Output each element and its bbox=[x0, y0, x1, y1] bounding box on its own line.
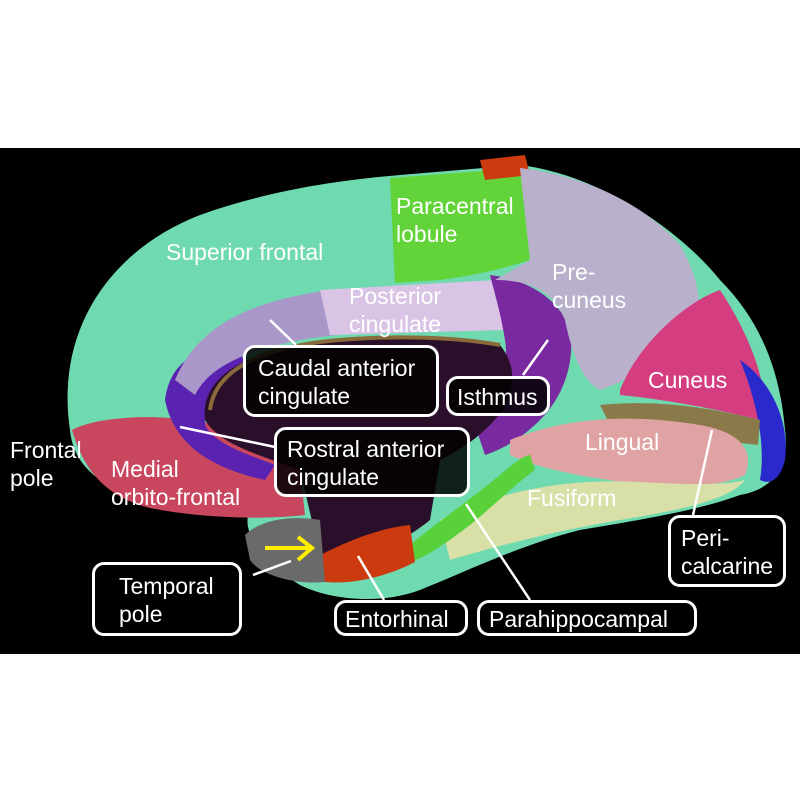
region-parahippocampal bbox=[410, 455, 535, 560]
region-precuneus bbox=[495, 168, 699, 390]
region-cuneus bbox=[620, 290, 765, 420]
temporal-pole-arrow bbox=[265, 535, 316, 562]
region-lingual bbox=[510, 418, 748, 487]
label-rostral-anterior-cingulate: Rostral anterior cingulate bbox=[274, 427, 470, 497]
label-pericalcarine: Peri- calcarine bbox=[668, 515, 786, 587]
label-parahippocampal: Parahippocampal bbox=[477, 600, 697, 636]
label-temporal-pole: Temporal pole bbox=[92, 562, 242, 636]
label-medial-orbitofrontal: Medial orbito-frontal bbox=[111, 456, 241, 510]
label-caudal-anterior-cingulate: Caudal anterior cingulate bbox=[243, 345, 439, 417]
region-fusiform bbox=[440, 480, 745, 560]
label-fusiform: Fusiform bbox=[527, 485, 617, 511]
label-paracentral: Paracentral lobule bbox=[396, 193, 514, 247]
label-entorhinal: Entorhinal bbox=[334, 600, 468, 636]
label-cuneus: Cuneus bbox=[648, 367, 728, 393]
pointer-lines bbox=[179, 319, 714, 601]
label-isthmus: Isthmus bbox=[446, 376, 550, 416]
label-lingual: Lingual bbox=[585, 429, 660, 455]
corpus-callosum-rim bbox=[208, 335, 501, 411]
label-posterior-cingulate: Posterior cingulate bbox=[349, 283, 442, 337]
region-posterior-cingulate bbox=[320, 280, 505, 335]
region-entorhinal bbox=[320, 525, 415, 583]
region-lateral-occipital bbox=[740, 360, 786, 482]
region-paracentral-top bbox=[480, 155, 530, 180]
label-frontal-pole: Frontal pole bbox=[10, 437, 82, 491]
label-precuneus: Pre- cuneus bbox=[552, 259, 627, 313]
label-superior-frontal: Superior frontal bbox=[166, 239, 324, 265]
region-paracentral bbox=[390, 168, 530, 283]
region-temporal-pole bbox=[245, 518, 325, 583]
